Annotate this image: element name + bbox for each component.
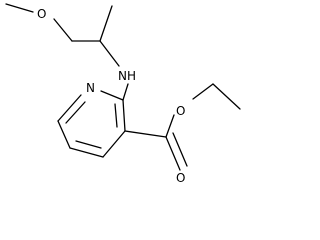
bond-carbonyl-c-o-b: [172, 132, 188, 167]
bond-carbonyl-c-ether-o: [165, 114, 175, 138]
atom-label-amine-nh: NH: [118, 69, 136, 83]
atom-label-carbonyl-oxygen: O: [176, 171, 185, 185]
structure-canvas: O NH N O O: [5, 3, 241, 185]
molecule-drawing: O NH N O O: [5, 3, 241, 185]
bond-methoxy-o-ch2: [53, 18, 73, 42]
bond-carbonyl-c-o-a: [165, 136, 181, 171]
bond-nh-ring: [122, 83, 129, 101]
bond-ring-c4-c3: [102, 130, 126, 158]
atom-labels: O NH N O O: [37, 7, 185, 185]
bond-ch-nh: [99, 40, 120, 67]
atom-label-methoxy-oxygen: O: [37, 7, 46, 21]
bond-ch2-ch3: [212, 83, 241, 110]
bond-ring-c2-n1: [100, 90, 124, 101]
bond-ring-n1-c6-a: [57, 94, 82, 122]
bond-ring-c3-c2-a: [122, 99, 126, 132]
bonds: [5, 3, 241, 171]
bond-ring-c5-c4-b: [75, 140, 102, 149]
bond-ring-n1-c6-b: [65, 101, 86, 124]
bond-ether-o-ch2: [192, 83, 214, 100]
bond-methyl-methoxy-o: [5, 3, 34, 13]
bond-ch-methyl: [99, 5, 113, 42]
bond-ring-c5-c4-a: [69, 147, 104, 158]
bond-c3-carbonyl-c: [124, 130, 167, 138]
atom-label-pyridine-nitrogen: N: [86, 81, 95, 95]
bond-ring-c3-c2-b: [114, 103, 118, 128]
atom-label-ester-oxygen: O: [176, 104, 185, 118]
bond-ring-c6-c5: [57, 120, 71, 149]
